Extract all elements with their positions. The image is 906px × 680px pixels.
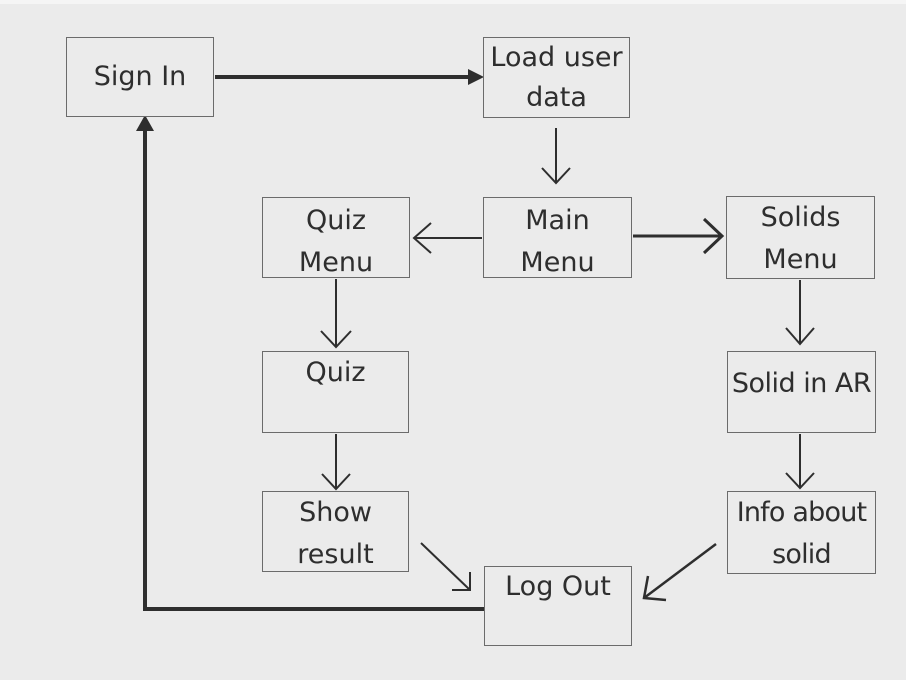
node-info-about-solid: Info about solid — [727, 491, 876, 574]
edge-show-result-to-log-out — [420, 542, 471, 591]
edge-quiz-to-show-result — [321, 434, 351, 491]
node-load-user-data: Load user data — [483, 37, 630, 118]
node-quiz-menu: Quiz Menu — [262, 197, 410, 278]
edge-sign-in-to-load-user-data — [215, 69, 484, 85]
node-sign-in: Sign In — [66, 37, 214, 117]
node-solids-menu: Solids Menu — [726, 196, 875, 279]
node-solid-in-ar: Solid in AR — [727, 351, 876, 433]
node-quiz: Quiz — [262, 351, 409, 433]
edge-main-menu-to-solids-menu — [633, 217, 725, 255]
node-show-result: Show result — [262, 491, 409, 572]
top-edge — [0, 0, 906, 4]
edge-main-menu-to-quiz-menu — [412, 222, 482, 254]
edge-solid-in-ar-to-info-about-solid — [785, 434, 815, 490]
node-main-menu: Main Menu — [483, 197, 632, 278]
node-log-out: Log Out — [484, 566, 632, 646]
edge-solids-menu-to-solid-in-ar — [785, 280, 815, 346]
edge-log-out-to-sign-in — [136, 115, 484, 611]
edge-info-about-solid-to-log-out — [642, 543, 717, 602]
edge-load-user-data-to-main-menu — [541, 128, 571, 185]
edge-quiz-menu-to-quiz — [320, 279, 352, 349]
